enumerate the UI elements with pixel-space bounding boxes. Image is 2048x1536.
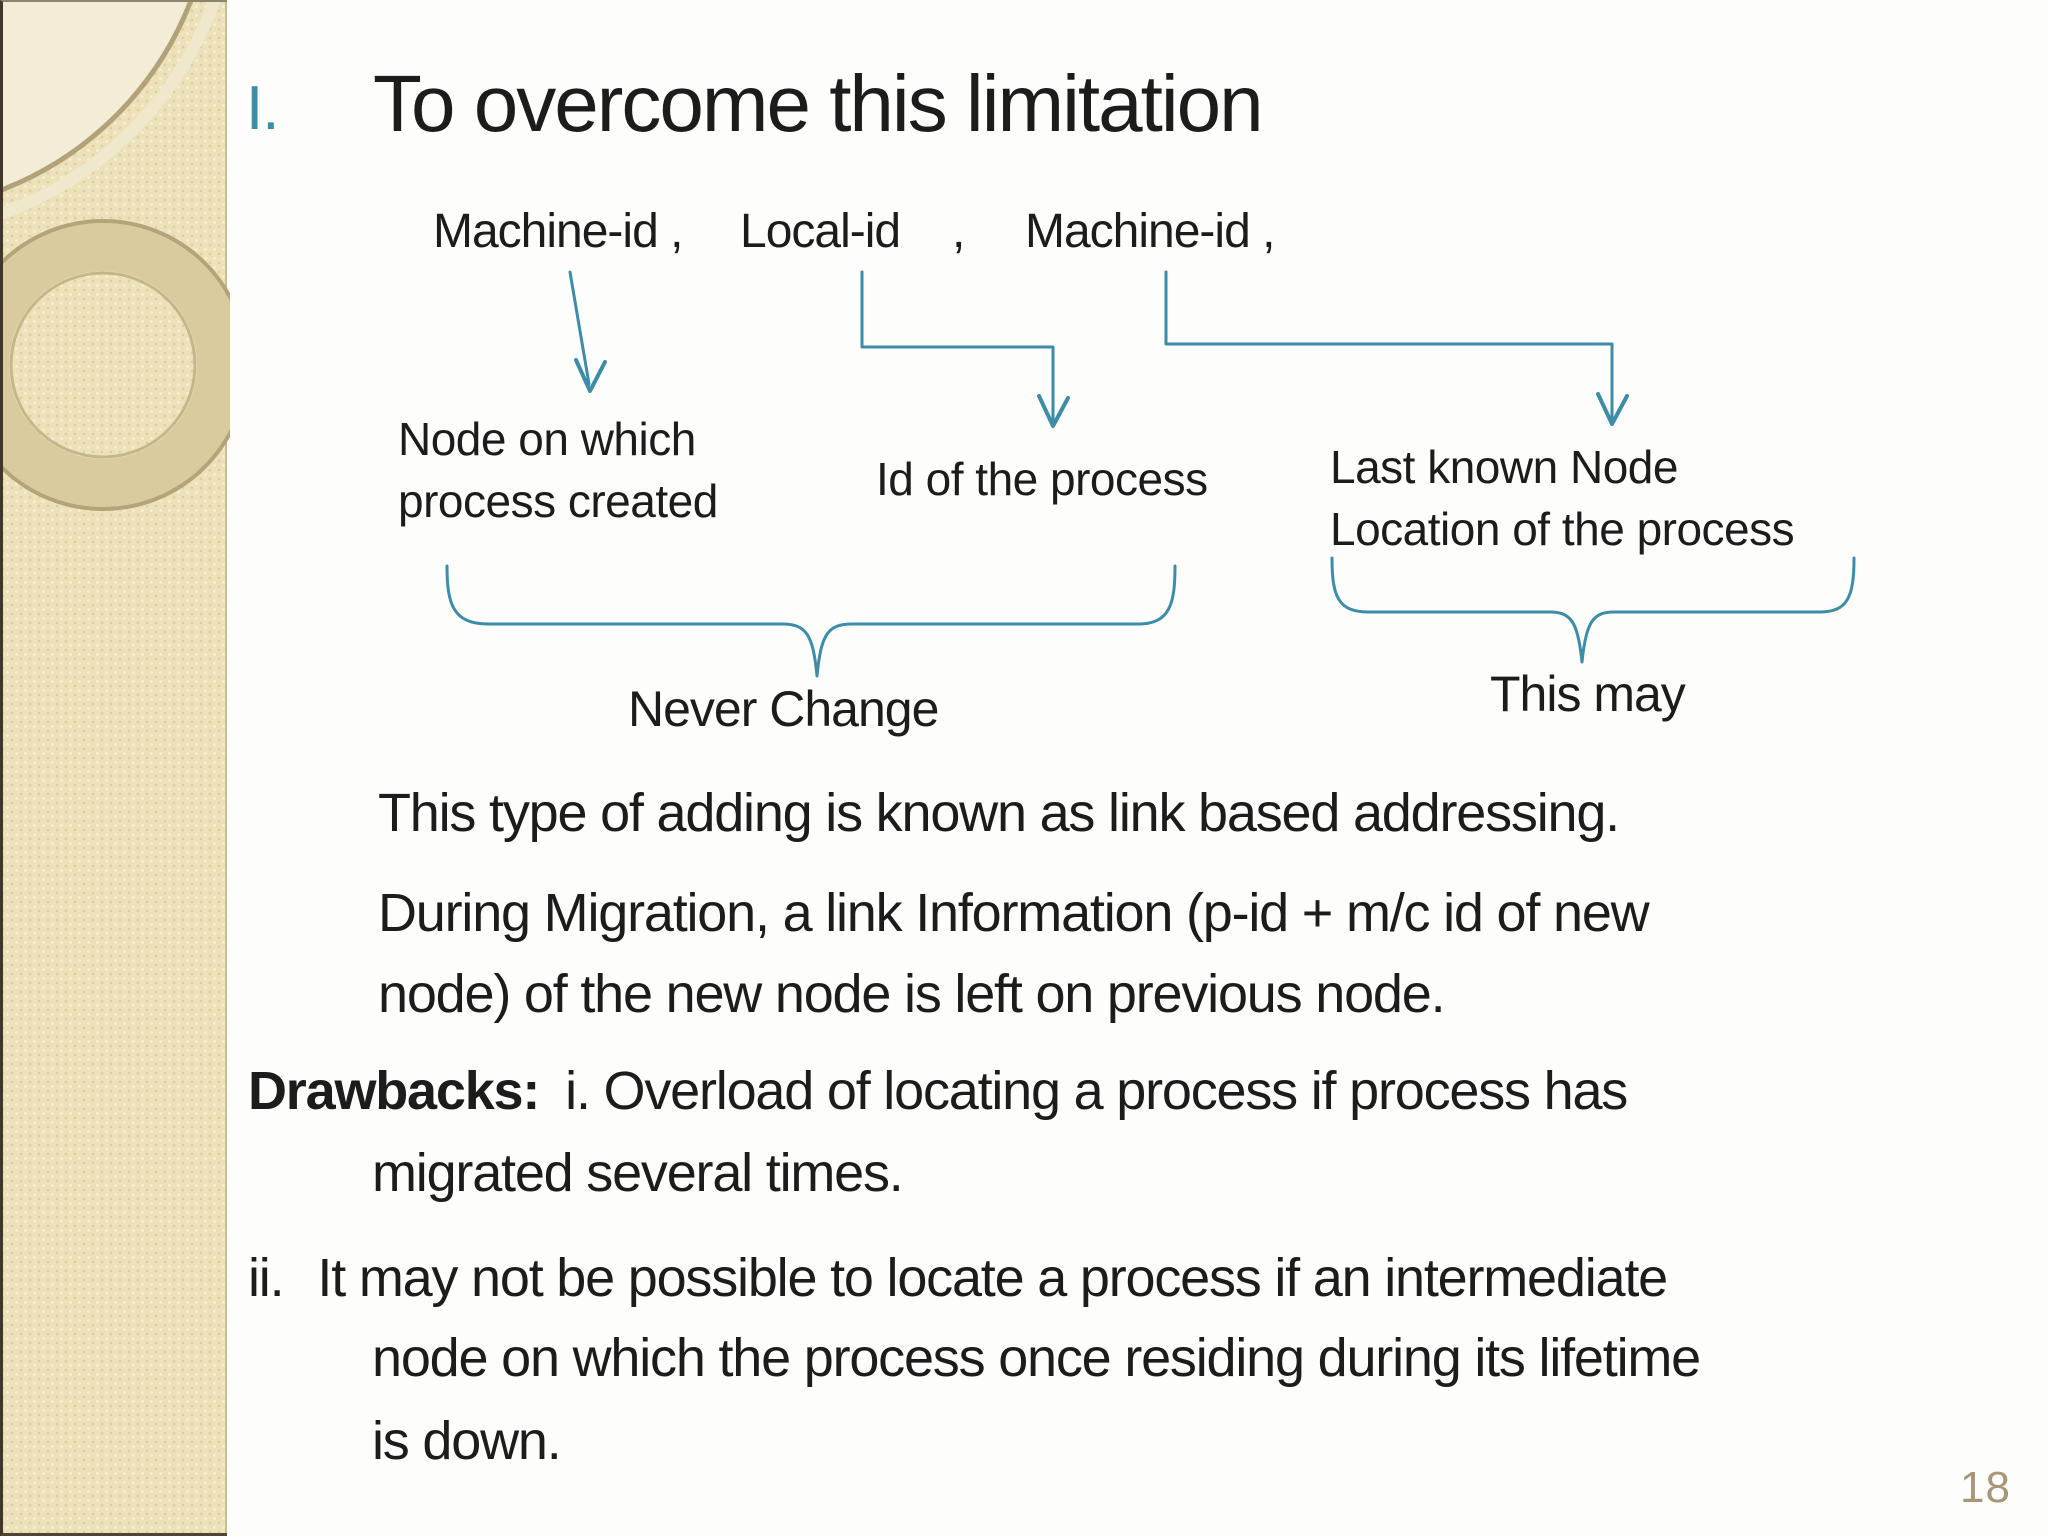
sidebar-circles-graphic <box>3 2 230 511</box>
label-node-created-line1: Node on which <box>398 413 696 465</box>
donut-ring <box>3 223 230 507</box>
page-title: To overcome this limitation <box>373 59 1264 148</box>
drawbacks-heading: Drawbacks: <box>248 1061 540 1121</box>
label-last-known-location: Last known Node Location of the process <box>1330 436 1795 560</box>
underbrace-never-change <box>445 564 1177 678</box>
arrow-local-id-to-process-shaft <box>860 270 1055 422</box>
body-drawback2-line1: ii. It may not be possible to locate a pr… <box>248 1248 1668 1308</box>
body-during-migration-line2: node) of the new node is left on previou… <box>378 964 1446 1024</box>
body-link-based-addressing: This type of adding is known as link bas… <box>378 783 1620 843</box>
underbrace-this-may <box>1330 556 1856 664</box>
drawback1-text-line1: i. Overload of locating a process if pro… <box>565 1061 1628 1121</box>
caption-this-may: This may <box>1490 666 1686 722</box>
label-process-id: Id of the process <box>876 453 1208 505</box>
body-during-migration-line1: During Migration, a link Information (p-… <box>378 883 1650 943</box>
arrow-machine-id-to-location-shaft <box>1164 270 1614 420</box>
caption-never-change: Never Change <box>628 681 939 737</box>
tuple-local-id: Local-id <box>740 205 901 258</box>
arrow-down-icon <box>1037 394 1070 428</box>
tuple-machine-id-1: Machine-id , <box>433 205 683 258</box>
page-number: 18 <box>1960 1463 2011 1512</box>
arrow-down-icon <box>1596 392 1629 426</box>
sidebar-decoration <box>0 0 230 1536</box>
arrow-down-icon <box>574 358 607 393</box>
label-node-created: Node on which process created <box>398 408 718 532</box>
tuple-comma: , <box>952 205 965 258</box>
drawback2-marker: ii. <box>248 1248 285 1308</box>
slide-number-roman: I. <box>246 74 279 143</box>
drawback1-text-line2: migrated several times. <box>372 1143 904 1203</box>
drawback2-text-line3: is down. <box>372 1411 562 1471</box>
label-last-known-line1: Last known Node <box>1330 441 1678 493</box>
drawback2-text-line2: node on which the process once residing … <box>372 1328 1701 1388</box>
label-node-created-line2: process created <box>398 475 718 527</box>
arrow-machine-id-to-node-shaft <box>568 270 591 386</box>
tuple-machine-id-2: Machine-id , <box>1025 205 1275 258</box>
body-drawbacks-line1: Drawbacks: i. Overload of locating a proc… <box>248 1061 1628 1121</box>
label-last-known-line2: Location of the process <box>1330 503 1795 555</box>
drawback2-text-line1: It may not be possible to locate a proce… <box>317 1248 1668 1308</box>
donut-inner-rim <box>9 271 197 459</box>
cream-quarter-circle <box>3 2 191 190</box>
donut-outer-rim <box>3 219 230 511</box>
